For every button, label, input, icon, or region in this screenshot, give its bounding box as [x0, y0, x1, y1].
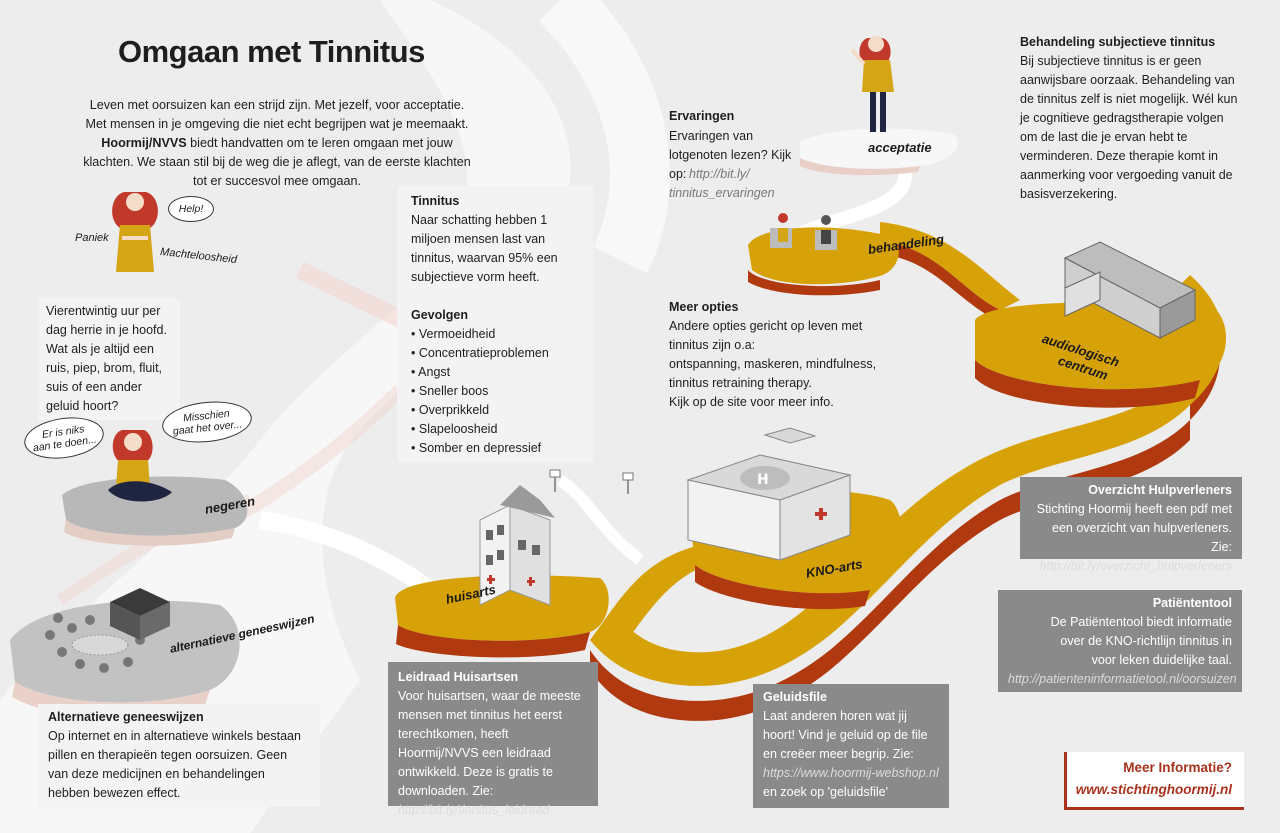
opties-line1: Andere opties gericht op leven met — [669, 319, 863, 333]
hulpverleners-text: Stichting Hoormij heeft een pdf met een … — [1036, 502, 1232, 554]
station-label-acceptatie: acceptatie — [868, 140, 932, 155]
website-link[interactable]: www.stichtinghoormij.nl — [1075, 782, 1232, 797]
gevolgen-item: Angst — [411, 363, 579, 382]
speech-bubble-help: Help! — [168, 196, 214, 222]
tinnitus-heading: Tinnitus — [411, 194, 460, 208]
ervaringen-box: Ervaringen Ervaringen van lotgenoten lez… — [669, 107, 801, 203]
patiententool-text: De Patiëntentool biedt informatie over d… — [1050, 615, 1232, 667]
subjectief-box: Behandeling subjectieve tinnitus Bij sub… — [1020, 33, 1240, 204]
bubble-help-text: Help! — [178, 203, 204, 215]
herrie-text: Vierentwintig uur per dag herrie in je h… — [46, 304, 167, 413]
page-title: Omgaan met Tinnitus — [118, 34, 425, 69]
geluidsfile-heading: Geluidsfile — [763, 690, 827, 704]
gevolgen-item: Concentratieproblemen — [411, 344, 579, 363]
hulpverleners-heading: Overzicht Hulpverleners — [1088, 483, 1232, 497]
gevolgen-item: Somber en depressief — [411, 439, 579, 458]
herrie-box: Vierentwintig uur per dag herrie in je h… — [38, 298, 180, 420]
gevolgen-item: Sneller boos — [411, 382, 579, 401]
gevolgen-heading: Gevolgen — [411, 308, 468, 322]
gevolgen-item: Overprikkeld — [411, 401, 579, 420]
tinnitus-box: Tinnitus Naar schatting hebben 1 miljoen… — [397, 186, 593, 462]
leidraad-link[interactable]: http://bit.ly/tinnitus_leidraad — [398, 803, 550, 817]
leidraad-heading: Leidraad Huisartsen — [398, 670, 519, 684]
opties-box: Meer opties Andere opties gericht op lev… — [669, 298, 889, 412]
hulpverleners-link[interactable]: http://bit.ly/overzicht_hulpverleners — [1039, 559, 1232, 573]
opties-heading: Meer opties — [669, 300, 739, 314]
mood-paniek: Paniek — [75, 232, 109, 244]
svg-text:H: H — [757, 472, 769, 488]
intro-part2: biedt handvatten om te leren omgaan met … — [83, 136, 471, 188]
subjectief-text: Bij subjectieve tinnitus is er geen aanw… — [1020, 54, 1238, 201]
leidraad-text: Voor huisartsen, waar de meeste mensen m… — [398, 689, 581, 798]
hulpverleners-box: Overzicht Hulpverleners Stichting Hoormi… — [1020, 477, 1242, 573]
opties-line5: Kijk op de site voor meer info. — [669, 395, 834, 409]
leidraad-box: Leidraad Huisartsen Voor huisartsen, waa… — [388, 662, 598, 817]
geluidsfile-text: Laat anderen horen wat jij hoort! Vind j… — [763, 709, 928, 761]
geluidsfile-text2: en zoek op 'geluidsfile' — [763, 785, 888, 799]
opties-line4: tinnitus retraining therapy. — [669, 376, 812, 390]
alternatief-box: Alternatieve geneeswijzen Op internet en… — [38, 704, 320, 807]
ervaringen-link1[interactable]: http://bit.ly/ — [689, 167, 750, 181]
subjectief-heading: Behandeling subjectieve tinnitus — [1020, 35, 1216, 49]
meer-informatie-question: Meer Informatie? — [1123, 760, 1232, 775]
alternatief-heading: Alternatieve geneeswijzen — [48, 710, 204, 724]
patiententool-link[interactable]: http://patienteninformatietool.nl/oorsui… — [1008, 672, 1237, 686]
intro-text: Leven met oorsuizen kan een strijd zijn.… — [78, 96, 476, 191]
intro-part1: Leven met oorsuizen kan een strijd zijn.… — [85, 98, 469, 131]
gevolgen-item: Slapeloosheid — [411, 420, 579, 439]
intro-org: Hoormij/NVVS — [101, 136, 187, 150]
patiententool-box: Patiëntentool De Patiëntentool biedt inf… — [998, 590, 1242, 692]
opties-line2: tinnitus zijn o.a: — [669, 338, 756, 352]
alternatief-text: Op internet en in alternatieve winkels b… — [48, 729, 301, 800]
ervaringen-heading: Ervaringen — [669, 109, 735, 123]
ervaringen-link2[interactable]: tinnitus_ervaringen — [669, 186, 775, 200]
geluidsfile-box: Geluidsfile Laat anderen horen wat jij h… — [753, 684, 949, 808]
tinnitus-text: Naar schatting hebben 1 miljoen mensen l… — [411, 213, 558, 284]
geluidsfile-link[interactable]: https://www.hoormij-webshop.nl — [763, 766, 939, 780]
opties-line3: ontspanning, maskeren, mindfulness, — [669, 357, 877, 371]
ervaringen-text: Ervaringen van lotgenoten lezen? Kijk op… — [669, 129, 792, 181]
gevolgen-item: Vermoeidheid — [411, 325, 579, 344]
meer-informatie-box: Meer Informatie? www.stichtinghoormij.nl — [1064, 752, 1244, 810]
patiententool-heading: Patiëntentool — [1152, 596, 1232, 610]
gevolgen-list: Vermoeidheid Concentratieproblemen Angst… — [411, 325, 579, 458]
